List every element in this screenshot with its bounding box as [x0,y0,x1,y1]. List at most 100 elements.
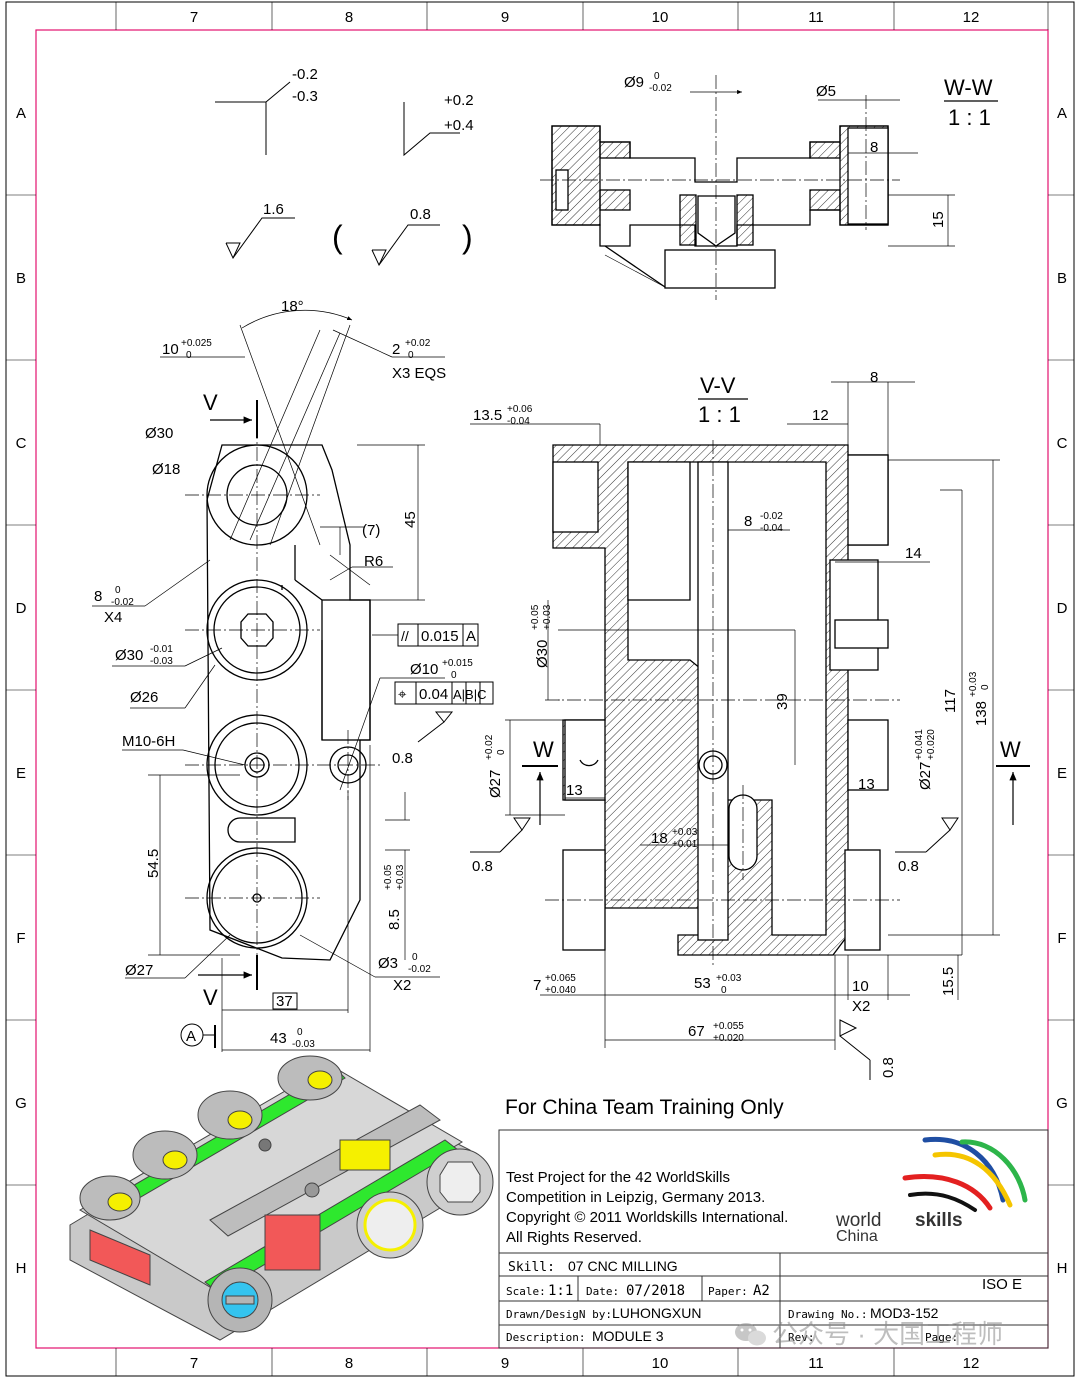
tol-upper: 0 [412,952,418,963]
section-marker-label: W [533,737,554,762]
dim-d30: Ø30 [145,425,173,442]
col-label: 11 [808,1355,824,1372]
dim-15-5: 15.5 [940,967,957,996]
title-line: Copyright © 2011 Worldskills Internation… [506,1209,788,1226]
tol-upper: +0.015 [442,658,473,669]
dim-10: 10 [852,978,869,995]
drawn-value: LUHONGXUN [612,1305,701,1321]
dim-d5: Ø5 [816,83,836,100]
logo-text-skills: skills [915,1210,963,1231]
roughness-value: 0.8 [472,858,493,875]
dim-54-5: 54.5 [145,849,162,878]
section-title: W-W [944,75,993,100]
section-marker-label: V [203,390,218,415]
tol-lower: +0.020 [713,1033,744,1044]
row-label: E [16,765,26,782]
dim-39: 39 [774,693,791,710]
paper-value: A2 [753,1283,770,1299]
tol-lower: +0.03 [395,864,406,890]
tol-upper: +0.03 [968,671,979,697]
drawn-label: Drawn/DesigN by: [506,1308,612,1321]
tol-lower: +0.040 [545,985,576,996]
roughness-paren: ( [332,219,343,255]
dim-13: 13 [566,782,583,799]
tol-lower: 0 [186,350,192,361]
drawing-no-value: MOD3-152 [870,1305,939,1321]
tol-lower: 0 [408,350,414,361]
tol-upper: +0.05 [530,604,541,630]
row-label: A [16,105,26,122]
row-label: F [16,930,25,947]
col-label: 11 [808,9,824,26]
gdt-tolerance: 0.015 [421,628,459,645]
dim-d3: Ø3 [378,955,398,972]
scale-label: Scale: [506,1285,546,1298]
gdt-symbol: // [401,628,409,644]
tol-upper: 0 [654,71,660,82]
dim-d27: Ø27 [125,962,153,979]
dim-w8: 8 [744,513,752,530]
dim-thread: M10-6H [122,733,175,750]
isometric-3d-view [69,1055,494,1341]
row-label: G [15,1095,27,1112]
tol-upper: -0.2 [292,66,318,83]
dim-note: X2 [393,977,411,994]
tolerance-notes [215,81,460,267]
dim-53: 53 [694,975,711,992]
section-marker-label: W [1000,737,1021,762]
dim-67: 67 [688,1023,705,1040]
dim-w2: 2 [392,341,400,358]
dim-8: 8 [870,369,878,386]
paper-label: Paper: [708,1285,748,1298]
tol-lower: +0.020 [926,729,937,760]
dim-12: 12 [812,407,829,424]
dim-13-5: 13.5 [473,407,502,424]
dim-13: 13 [858,776,875,793]
date-value: 07/2018 [626,1283,685,1299]
col-label: 12 [963,9,980,26]
col-label: 12 [963,1355,980,1372]
watermark-text: 公众号 · 大国工程师 [772,1319,1003,1349]
row-label: E [1057,765,1067,782]
tol-lower: -0.3 [292,88,318,105]
dim-138: 138 [973,701,990,726]
dim-45: 45 [402,511,419,528]
dim-d9: Ø9 [624,74,644,91]
training-banner: For China Team Training Only [505,1096,784,1119]
tol-lower: -0.02 [408,964,431,975]
dim-7: 7 [533,977,541,994]
rev-label: Rev: [788,1331,815,1344]
dim-37: 37 [276,993,293,1010]
roughness-value: 0.8 [898,858,919,875]
center-lines [545,440,900,965]
roughness-symbols [470,817,959,1080]
tol-lower: -0.02 [649,83,672,94]
tol-lower: -0.03 [150,656,173,667]
skill-value: 07 CNC MILLING [568,1258,678,1274]
tol-upper: +0.041 [914,729,925,760]
col-label: 10 [652,1355,669,1372]
tol-upper: +0.06 [507,404,533,415]
dim-7: (7) [362,522,380,539]
title-block [498,1129,1049,1349]
tol-upper: +0.025 [181,338,212,349]
col-label: 7 [190,9,198,26]
wechat-icon [735,1323,766,1346]
col-label: 8 [345,9,353,26]
row-label: A [1057,105,1067,122]
desc-label: Description: [506,1331,585,1344]
dim-8-5: 8.5 [386,909,403,930]
roughness-value: 0.8 [392,750,413,767]
dim-15: 15 [930,211,947,228]
tol-lower: 0 [496,749,507,755]
dim-117: 117 [942,689,959,713]
datum-label: A [186,1028,196,1045]
tol-lower: -0.04 [507,416,530,427]
section-scale: 1 : 1 [948,105,991,130]
gdt-datums: A|B|C [453,687,486,702]
col-label: 9 [501,9,509,26]
scale-value: 1:1 [548,1283,573,1299]
worldskills-logo [902,1136,1028,1212]
gdt-tolerance: 0.04 [419,686,448,703]
